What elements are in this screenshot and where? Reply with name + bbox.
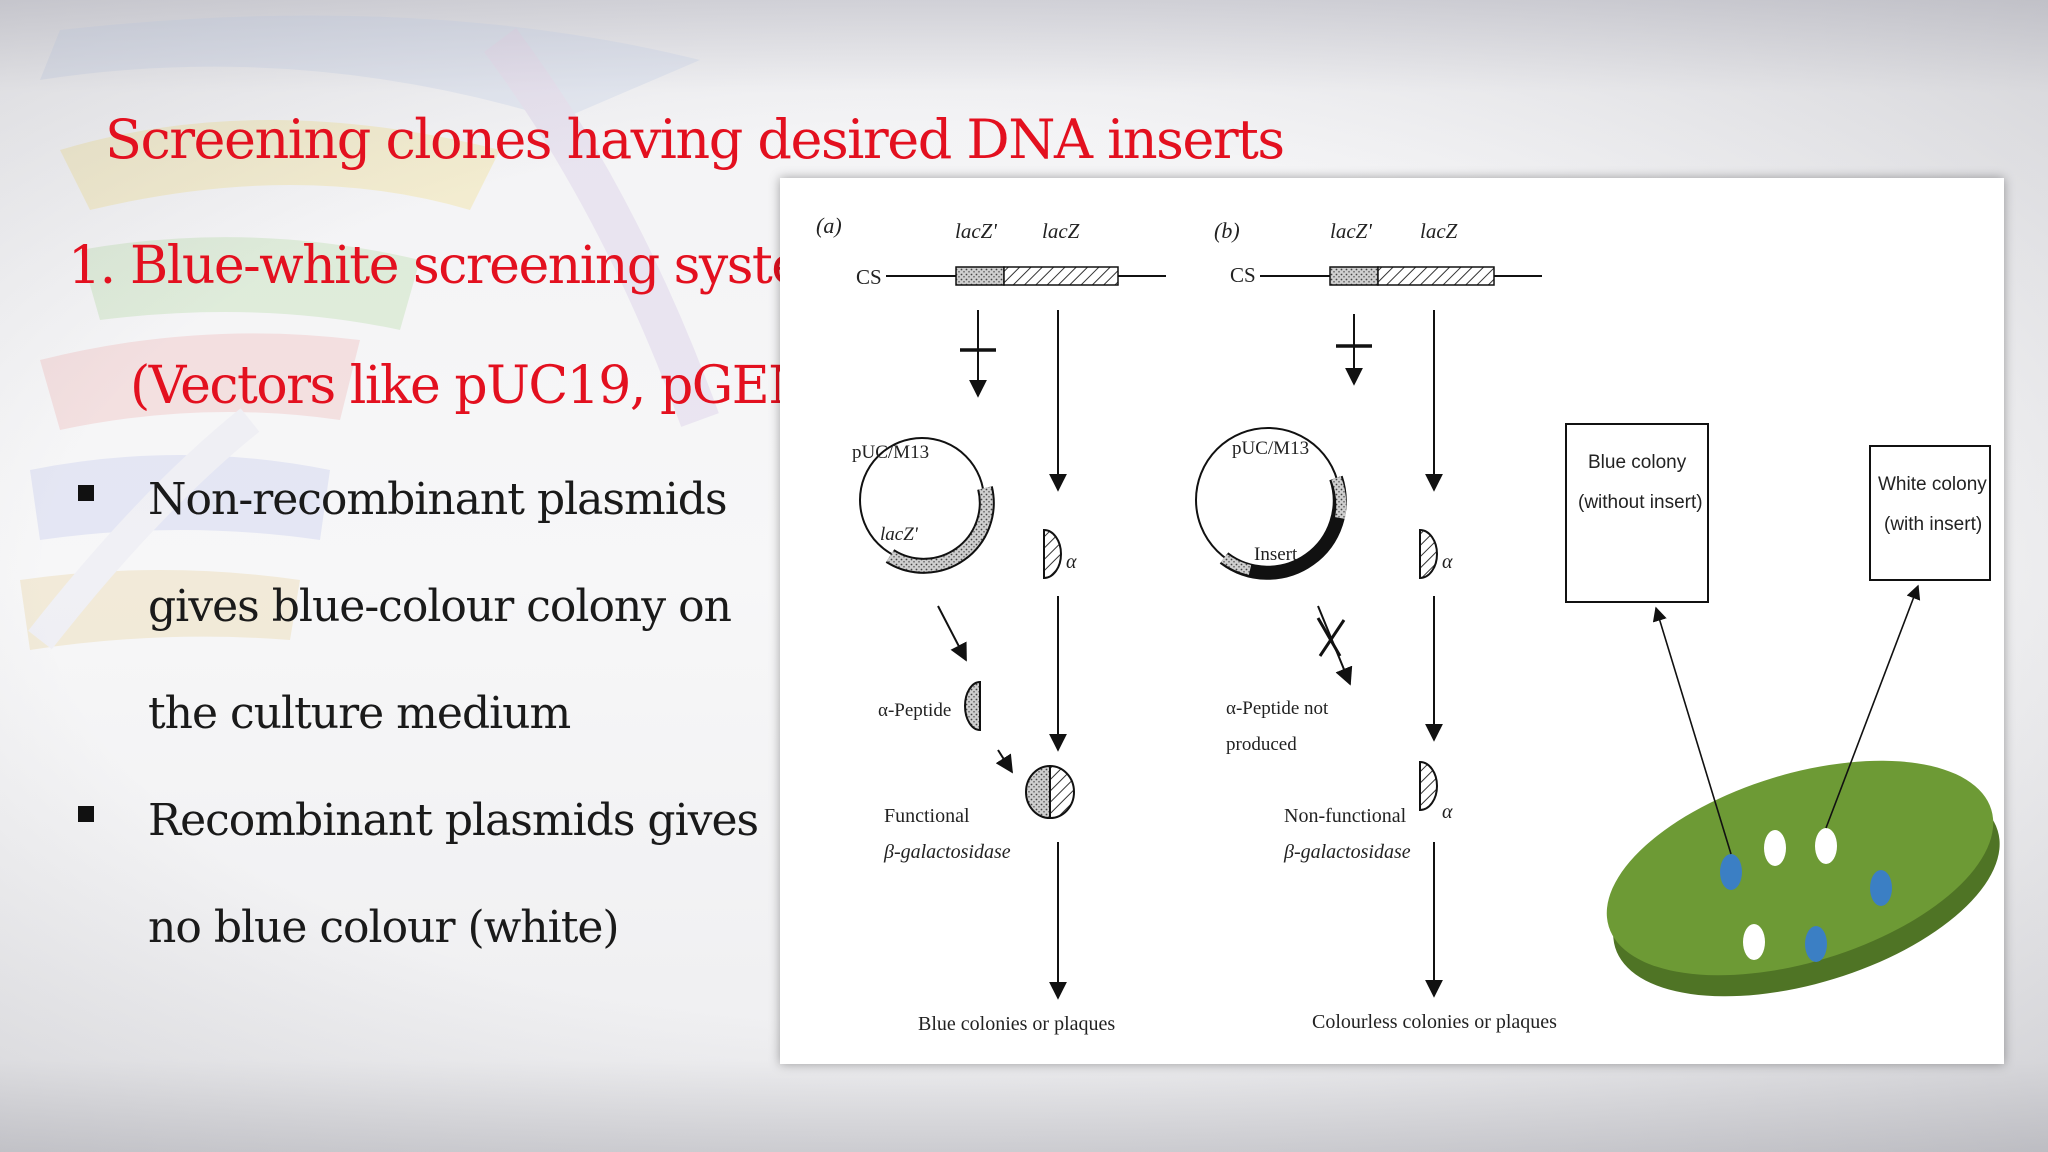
panel-a-cs-label: CS xyxy=(856,265,882,289)
blue-colony-pointer xyxy=(1652,606,1732,855)
panel-a-peptide-arrow xyxy=(937,605,967,662)
white-colony-1 xyxy=(1764,830,1786,866)
white-colony-box xyxy=(1869,445,1991,581)
slide-title: Screening clones having desired DNA inse… xyxy=(105,108,1285,171)
blue-colony-1 xyxy=(1720,854,1742,890)
panel-a-enzyme-label-2: β-galactosidase xyxy=(883,841,1011,863)
white-colony-3 xyxy=(1743,924,1765,960)
bullet-text-2: Recombinant plasmids gives no blue colou… xyxy=(148,795,759,953)
panel-a-peptide-label: α-Peptide xyxy=(878,700,951,721)
blue-colony-box xyxy=(1565,423,1709,603)
panel-a-result-label: Blue colonies or plaques xyxy=(918,1013,1115,1035)
blue-colony-box-line1: Blue colony xyxy=(1588,452,1687,473)
section-heading: Blue-white screening system xyxy=(130,236,850,296)
white-colony-pointer xyxy=(1825,584,1921,829)
panel-b-alpha-label: α xyxy=(1442,551,1453,573)
panel-a-alpha-label: α xyxy=(1066,551,1077,573)
panel-a-laczprime-label: lacZ' xyxy=(955,219,997,243)
panel-b-insert-label: Insert xyxy=(1254,544,1298,565)
panel-b-lacz-segment xyxy=(1377,266,1495,286)
blue-colony-3 xyxy=(1805,926,1827,962)
panel-b-peptide-label-1: α-Peptide not xyxy=(1226,698,1329,719)
panel-b-cs-label: CS xyxy=(1230,263,1256,287)
panel-a-plasmid-gene-label: lacZ' xyxy=(880,524,919,545)
panel-a-peptide-half xyxy=(964,680,981,732)
panel-a-peptide-arrow-2 xyxy=(995,749,1013,774)
agar-plate xyxy=(1606,760,2000,997)
panel-b-laczprime-label: lacZ' xyxy=(1330,219,1372,243)
panel-a-plasmid-label: pUC/M13 xyxy=(852,442,929,463)
panel-a-laczprime-segment xyxy=(955,266,1005,286)
panel-a-enzyme-left xyxy=(1025,764,1051,820)
panel-a-enzyme-right xyxy=(1049,764,1075,820)
blue-colony-box-line2: (without insert) xyxy=(1578,492,1703,513)
bullet-text-1: Non-recombinant plasmids gives blue-colo… xyxy=(148,474,732,739)
panel-b-laczprime-segment xyxy=(1329,266,1379,286)
panel-a-label: (a) xyxy=(816,213,842,238)
panel-a-lacz-segment xyxy=(1003,266,1119,286)
panel-b-lacz-label: lacZ xyxy=(1420,219,1458,243)
panel-b-nonfunctional-half xyxy=(1419,760,1438,812)
panel-b-laczprime-arc-1 xyxy=(1331,476,1347,519)
bullet-square-1 xyxy=(78,485,94,501)
panel-b-result-label: Colourless colonies or plaques xyxy=(1312,1011,1557,1033)
panel-a-alpha-half xyxy=(1043,528,1062,580)
panel-b-cross-2 xyxy=(1318,619,1346,657)
panel-b-laczprime-arc-2 xyxy=(1221,553,1252,575)
heading-number: 1. xyxy=(68,236,116,296)
panel-b-peptide-label-2: produced xyxy=(1226,734,1297,755)
blue-white-screening-figure: (a) lacZ' lacZ CS pUC/M13 lacZ' α α-Pept… xyxy=(780,178,2004,1064)
panel-a-lacz-label: lacZ xyxy=(1042,219,1080,243)
panel-b-cross-1 xyxy=(1316,617,1342,657)
white-colony-2 xyxy=(1815,828,1837,864)
panel-b-alpha-half xyxy=(1419,528,1438,580)
panel-a-enzyme-label-1: Functional xyxy=(884,805,970,827)
section-subheading: (Vectors like pUC19, pGEM) xyxy=(130,356,840,416)
white-colony-box-line2: (with insert) xyxy=(1884,514,1982,535)
blue-colony-2 xyxy=(1870,870,1892,906)
panel-b-enzyme-label-1: Non-functional xyxy=(1284,805,1407,827)
figure-diagram: (a) lacZ' lacZ CS pUC/M13 lacZ' α α-Pept… xyxy=(816,213,2000,1035)
panel-b-enzyme-label-2: β-galactosidase xyxy=(1283,841,1411,863)
panel-b-alpha2-label: α xyxy=(1442,801,1453,823)
bullet-square-2 xyxy=(78,806,94,822)
panel-b-label: (b) xyxy=(1214,218,1240,243)
white-colony-box-line1: White colony xyxy=(1878,474,1987,495)
panel-b-plasmid-label: pUC/M13 xyxy=(1232,438,1309,459)
